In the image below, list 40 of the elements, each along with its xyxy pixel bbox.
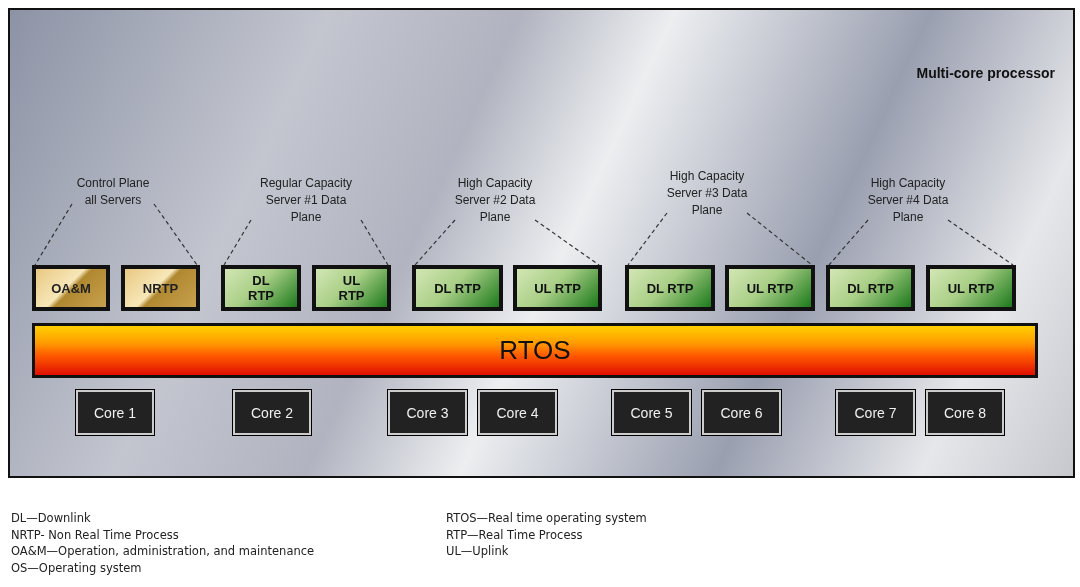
leader-line	[153, 203, 198, 266]
process-box: UL RTP	[926, 265, 1016, 311]
core-box: Core 8	[926, 390, 1004, 435]
process-box: UL RTP	[725, 265, 815, 311]
group-label: High Capacity Server #3 Data Plane	[665, 167, 749, 219]
leader-line	[414, 219, 456, 266]
leader-line	[34, 203, 73, 266]
leader-line	[223, 219, 252, 266]
abbreviation-note: RTP—Real Time Process	[446, 527, 583, 542]
leader-line	[534, 219, 600, 266]
core-box: Core 3	[388, 390, 467, 435]
core-box: Core 6	[702, 390, 781, 435]
leader-line	[746, 212, 813, 266]
core-box: Core 7	[836, 390, 915, 435]
core-box: Core 1	[76, 390, 154, 435]
abbreviation-note: UL—Uplink	[446, 544, 509, 558]
process-box: DL RTP	[826, 265, 915, 311]
process-box: DL RTP	[412, 265, 503, 311]
group-label: Control Plane all Servers	[70, 174, 156, 210]
leader-line	[360, 219, 389, 266]
rtos-bar: RTOS	[32, 323, 1038, 378]
process-box: DL RTP	[221, 265, 301, 311]
core-box: Core 2	[233, 390, 311, 435]
leader-line	[947, 219, 1014, 266]
frame-title: Multi-core processor	[916, 65, 1055, 81]
abbreviation-note: OA&M—Operation, administration, and maintenance	[11, 544, 315, 558]
abbreviation-note: NRTP- Non Real Time Process	[11, 527, 179, 542]
core-box: Core 4	[478, 390, 557, 435]
process-box: UL RTP	[513, 265, 602, 311]
leader-line	[627, 212, 668, 266]
process-box: UL RTP	[312, 265, 391, 311]
core-box: Core 5	[612, 390, 691, 435]
abbreviation-note: DL—Downlink	[11, 511, 91, 525]
group-label: High Capacity Server #4 Data Plane	[866, 174, 950, 226]
process-box: DL RTP	[625, 265, 715, 311]
abbreviation-note: OS—Operating system	[11, 560, 142, 575]
abbreviation-note: RTOS—Real time operating system	[446, 511, 647, 525]
leader-line	[828, 219, 869, 266]
group-label: Regular Capacity Server #1 Data Plane	[249, 174, 363, 226]
group-label: High Capacity Server #2 Data Plane	[453, 174, 537, 226]
